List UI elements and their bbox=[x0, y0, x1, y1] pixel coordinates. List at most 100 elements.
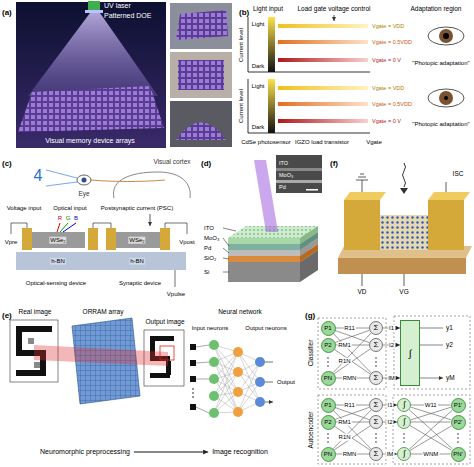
annotation-label: Vpost bbox=[179, 239, 194, 246]
visual-pathway bbox=[91, 180, 165, 182]
node-text: Image recognition bbox=[212, 448, 268, 456]
adaptation-charts bbox=[334, 15, 335, 21]
connector bbox=[409, 410, 452, 449]
network-frames bbox=[375, 433, 377, 435]
edge-label: IM bbox=[386, 451, 395, 458]
annotation-label: Output image bbox=[145, 318, 184, 325]
connector bbox=[336, 378, 370, 379]
laser-scene bbox=[18, 86, 164, 132]
panel-letter: (c) bbox=[2, 160, 12, 169]
layer-stack bbox=[228, 244, 300, 250]
node-text: ∫ bbox=[403, 401, 405, 410]
photodetector bbox=[428, 200, 464, 250]
layer-stack bbox=[276, 180, 322, 183]
node-outline bbox=[398, 448, 411, 461]
node-text: Σ bbox=[374, 450, 379, 459]
preprocessing-illustration bbox=[233, 407, 243, 417]
edge-label: WNM bbox=[422, 451, 439, 458]
annotation-label: Voltage input bbox=[7, 205, 42, 212]
synapse-device bbox=[57, 223, 60, 232]
synapse-device bbox=[160, 228, 170, 250]
node-outline bbox=[321, 321, 335, 335]
synapse-device bbox=[16, 252, 186, 270]
photodetector bbox=[403, 163, 406, 187]
annotation-label: y2 bbox=[446, 341, 453, 348]
node-text: PN′ bbox=[453, 451, 462, 458]
layer-stack bbox=[276, 155, 322, 193]
connector bbox=[383, 405, 397, 406]
annotation-label: Classifier bbox=[307, 340, 314, 367]
connector bbox=[333, 333, 371, 373]
edge-label: R1N bbox=[338, 434, 352, 441]
synapse-device bbox=[60, 223, 68, 232]
preprocessing-illustration bbox=[190, 344, 196, 350]
network-frames bbox=[375, 357, 377, 359]
annotation-label: Current level bbox=[238, 28, 245, 62]
visual-pathway bbox=[46, 170, 77, 186]
layer-stack bbox=[223, 155, 322, 282]
annotation-label: Patterned DOE bbox=[104, 12, 151, 20]
array-photos bbox=[170, 52, 232, 98]
annotation-label: VD bbox=[357, 288, 366, 295]
connector bbox=[335, 331, 369, 343]
panel-frame: (g)P1P2PNΣΣΣ∫P1P2PNΣΣΣ∫∫∫P1′P2′PN′ bbox=[303, 303, 474, 467]
array-photos bbox=[178, 60, 224, 90]
adaptation-charts bbox=[278, 119, 368, 123]
annotation-label: Postsynaptic current (PSC) bbox=[101, 205, 173, 212]
annotation-label: yM bbox=[446, 374, 455, 381]
node-text: Σ bbox=[374, 374, 379, 383]
annotation-label: Optical-sensing device bbox=[26, 280, 86, 287]
stage-label: Neuromorphic preprocessing bbox=[36, 446, 134, 458]
adaptation-charts bbox=[278, 24, 368, 28]
node-outline bbox=[451, 447, 465, 461]
visual-pathway bbox=[113, 172, 190, 198]
panel-letter: (f) bbox=[330, 160, 338, 169]
network-frames bbox=[375, 361, 377, 363]
preprocessing-illustration bbox=[150, 373, 170, 378]
annotation-label: Light bbox=[251, 21, 264, 28]
preprocessing-illustration bbox=[196, 345, 209, 413]
stage-label: Image recognition bbox=[208, 446, 272, 458]
annotation-label: Visual cortex bbox=[153, 158, 190, 165]
visual-pathway bbox=[82, 178, 87, 183]
preprocessing-illustration bbox=[233, 347, 243, 357]
annotation-label: Output bbox=[277, 379, 295, 386]
synapse-device bbox=[30, 232, 85, 248]
node-text: P1 bbox=[324, 402, 331, 409]
connector bbox=[335, 407, 369, 419]
photodetector bbox=[344, 192, 386, 200]
node-text: P1 bbox=[324, 325, 331, 332]
preprocessing-illustration bbox=[265, 362, 273, 402]
annotation-label: Si bbox=[204, 269, 209, 276]
preprocessing-illustration bbox=[160, 346, 174, 360]
network-frames bbox=[393, 395, 470, 464]
annotation-label: Eye bbox=[78, 190, 89, 197]
neuron-circle: Σ bbox=[369, 447, 383, 461]
annotation-label: Synaptic device bbox=[119, 280, 161, 287]
photodetector bbox=[338, 163, 472, 286]
connector bbox=[411, 407, 451, 420]
annotation-label: ORRAM array bbox=[83, 308, 124, 315]
annotation-label: WSe₂ bbox=[49, 237, 66, 244]
preprocessing-illustration bbox=[192, 396, 194, 398]
edge-label: I1 bbox=[386, 402, 393, 409]
panel-letter: (g) bbox=[305, 312, 315, 321]
adaptation-charts bbox=[428, 27, 464, 45]
connector bbox=[333, 333, 371, 373]
connector bbox=[383, 345, 400, 346]
photodetector bbox=[356, 174, 446, 286]
preprocessing-illustration bbox=[190, 360, 196, 366]
layer-stack bbox=[228, 262, 300, 282]
neuron-circle: P1′ bbox=[451, 398, 466, 413]
annotation-label: h-BN bbox=[129, 258, 145, 265]
node-outline bbox=[370, 322, 383, 335]
photodetector bbox=[400, 188, 408, 194]
array-photos bbox=[176, 123, 226, 141]
network-frames bbox=[327, 437, 329, 439]
edge-label: I1 bbox=[388, 325, 395, 332]
edge-label: W11 bbox=[424, 402, 438, 409]
array-photos bbox=[170, 101, 232, 147]
annotation-label: Real image bbox=[19, 308, 52, 315]
annotation-label: Vgate = 0 V bbox=[372, 118, 401, 124]
